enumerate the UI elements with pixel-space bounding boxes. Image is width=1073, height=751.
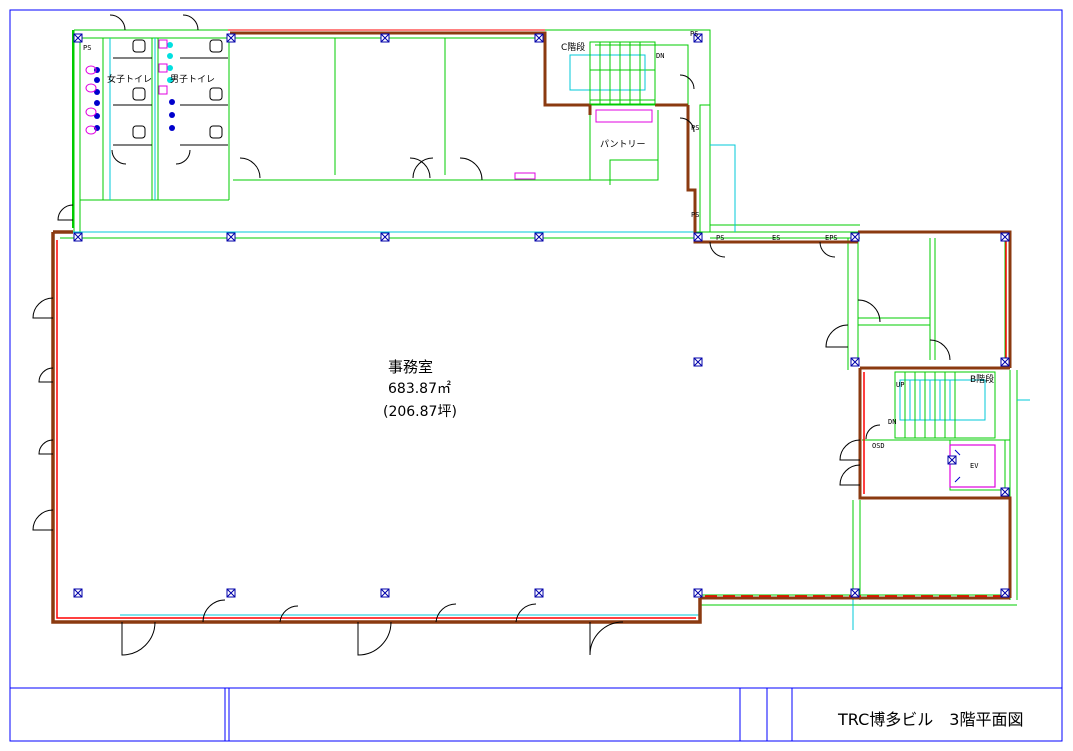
dn-tag: DN [656, 52, 665, 60]
column-marker [226, 588, 236, 598]
ev-label: EV [970, 462, 979, 470]
ps-tag: PS [716, 234, 725, 242]
womens-toilet-label: 女子トイレ [107, 75, 153, 85]
eps-tag: EPS [825, 234, 838, 242]
column-marker [73, 588, 83, 598]
es-tag: ES [772, 234, 781, 242]
outer-walls [51, 29, 1012, 624]
column-marker [850, 232, 860, 242]
column-marker [1000, 357, 1010, 367]
ps-tag: PS [83, 44, 92, 52]
column-marker [380, 33, 390, 43]
column-marker [693, 33, 703, 43]
column-marker [1000, 232, 1010, 242]
stair-c-label: C階段 [561, 43, 586, 53]
stair-c [589, 41, 656, 105]
ps-tag: PS [690, 30, 699, 38]
column-marker [73, 232, 83, 242]
columns [73, 33, 1010, 598]
office-area-m2: 683.87㎡ [388, 381, 451, 397]
cabinet [514, 172, 536, 180]
elevator [949, 444, 996, 488]
column-marker [226, 232, 236, 242]
stair-b [894, 371, 996, 439]
ps-tag: PS [691, 124, 700, 132]
column-marker [380, 588, 390, 598]
column-marker [1000, 487, 1010, 497]
column-marker [534, 588, 544, 598]
column-marker [693, 232, 703, 242]
pantry-counter [595, 109, 653, 123]
toilet-fixtures [85, 39, 228, 146]
column-marker [693, 588, 703, 598]
drawing-frame [9, 9, 1063, 742]
mens-toilet-label: 男子トイレ [170, 75, 216, 85]
column-marker [850, 588, 860, 598]
column-marker [947, 455, 957, 465]
stair-b-label: B階段 [970, 375, 995, 385]
up-tag: UP [896, 381, 905, 389]
office-name: 事務室 [388, 358, 434, 376]
column-marker [73, 33, 83, 43]
cyan-lines [60, 38, 1030, 630]
column-marker [534, 232, 544, 242]
column-marker [1000, 588, 1010, 598]
pantry-label: パントリー [600, 140, 646, 150]
column-marker [534, 33, 544, 43]
office-area-tsubo: (206.87坪) [383, 404, 457, 420]
column-marker [850, 357, 860, 367]
dn-tag: DN [888, 418, 897, 426]
column-marker [693, 357, 703, 367]
partitions [60, 29, 1018, 606]
drawing-title: TRC博多ビル 3階平面図 [838, 710, 1024, 729]
doors [32, 14, 951, 656]
column-marker [380, 232, 390, 242]
ps-tag: PS [691, 211, 700, 219]
column-marker [226, 33, 236, 43]
osd-tag: OSD [872, 442, 885, 450]
